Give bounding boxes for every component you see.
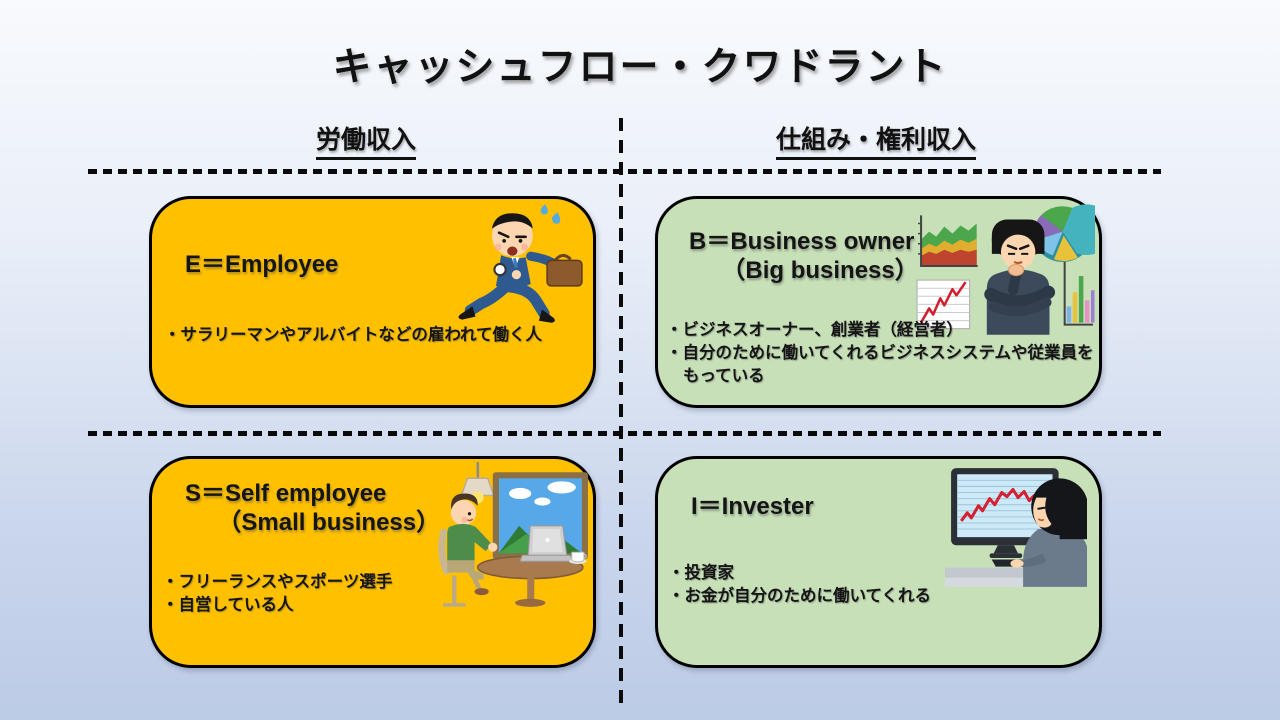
- line-chart: [916, 279, 971, 330]
- axis-label-system-rights-income: 仕組み・権利収入: [776, 120, 977, 160]
- self-employee-bullets: ・フリーランスやスポーツ選手 ・自営している人: [162, 571, 602, 617]
- quadrant-employee: E＝Employee ・サラリーマンやアルバイトなどの雇われて働く人: [149, 196, 596, 408]
- business-owner-heading-line1: B＝Business owner: [689, 228, 915, 255]
- bullet-item: ・自分のために働いてくれるビジネスシステムや従業員をもっている: [666, 343, 1094, 385]
- employee-heading: E＝Employee: [185, 251, 593, 280]
- invester-bullets: ・投資家 ・お金が自分のために働いてくれる: [668, 562, 1108, 608]
- thinking-man: [984, 219, 1056, 335]
- running-businessman-icon: [458, 204, 583, 323]
- quadrant-self-employee: S＝Self employee （Small business） ・フリーランス…: [149, 456, 596, 668]
- stock-chart-monitor-investor-icon: [945, 468, 1087, 587]
- horizontal-divider-top: [88, 169, 1161, 174]
- bullet-item: ・自営している人: [162, 595, 294, 614]
- area-chart: [918, 215, 978, 267]
- bullet-item: ・お金が自分のために働いてくれる: [668, 586, 932, 605]
- pie-chart: [1034, 204, 1095, 262]
- laptop-cafe-worker-icon: [438, 462, 588, 607]
- quadrant-business-owner: B＝Business owner （Big business） ・ビジネスオーナ…: [655, 196, 1102, 408]
- employee-heading-line1: E＝Employee: [185, 251, 339, 278]
- bullet-item: ・フリーランスやスポーツ選手: [162, 572, 393, 591]
- self-employee-heading-line2: （Small business）: [217, 508, 441, 536]
- quadrant-invester: I＝Invester ・投資家 ・お金が自分のために働いてくれる: [655, 456, 1102, 668]
- self-employee-heading: S＝Self employee （Small business）: [185, 480, 593, 538]
- bullet-item: ・サラリーマンやアルバイトなどの雇われて働く人: [164, 325, 543, 344]
- thinking-businessman-with-charts-icon: [916, 204, 1095, 335]
- horizontal-divider-bottom: [88, 431, 1161, 436]
- vertical-divider: [619, 118, 623, 710]
- invester-heading: I＝Invester: [691, 493, 1099, 522]
- self-employee-heading-line1: S＝Self employee: [185, 480, 387, 507]
- invester-heading-line1: I＝Invester: [691, 493, 814, 520]
- business-owner-bullets: ・ビジネスオーナー、創業者（経営者） ・自分のために働いてくれるビジネスシステム…: [666, 319, 1106, 388]
- business-owner-heading: B＝Business owner （Big business）: [689, 228, 1099, 286]
- employee-bullets: ・サラリーマンやアルバイトなどの雇われて働く人: [164, 324, 604, 347]
- business-owner-heading-line2: （Big business）: [721, 256, 919, 284]
- bar-chart: [1063, 261, 1095, 326]
- bullet-item: ・ビジネスオーナー、創業者（経営者）: [666, 320, 963, 339]
- axis-label-labor-income: 労働収入: [316, 120, 417, 160]
- bullet-item: ・投資家: [668, 563, 734, 582]
- slide-title: キャッシュフロー・クワドラント: [332, 46, 948, 89]
